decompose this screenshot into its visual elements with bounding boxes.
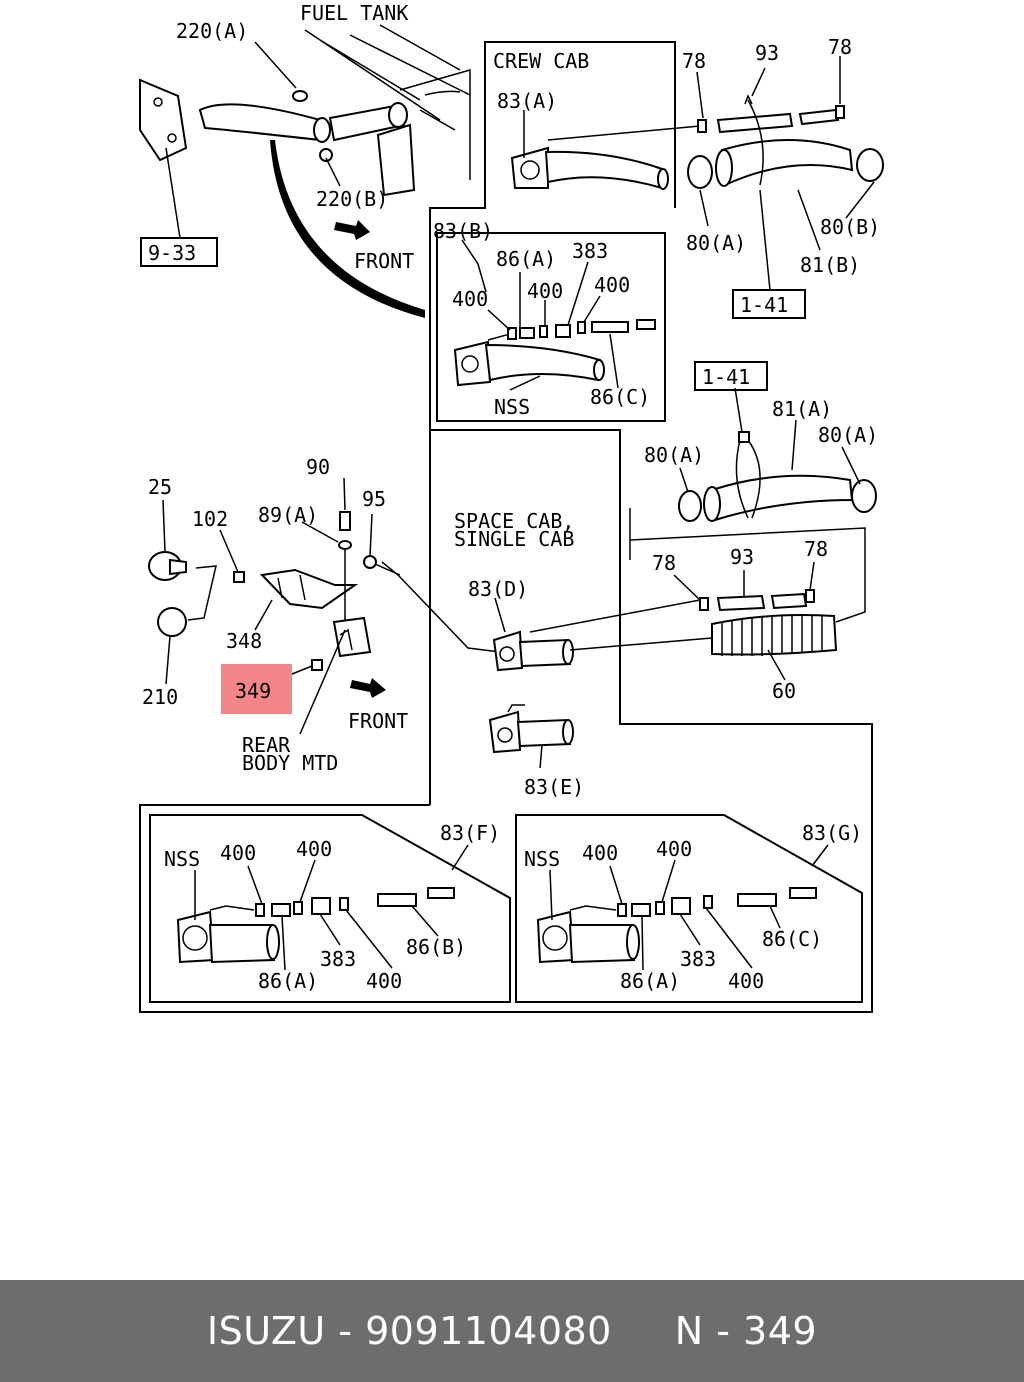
- label-83e: 83(E): [524, 775, 584, 799]
- label-1-41-mid: 1-41: [702, 365, 750, 389]
- label-89a: 89(A): [258, 503, 318, 527]
- label-93-mid: 93: [730, 545, 754, 569]
- reference-boxes: [140, 237, 806, 391]
- label-single-cab: SINGLE CAB: [454, 527, 574, 551]
- label-body-mtd: BODY MTD: [242, 751, 338, 775]
- label-86c-g: 86(C): [762, 927, 822, 951]
- label-400-f-a: 400: [220, 841, 256, 865]
- label-83a: 83(A): [497, 89, 557, 113]
- label-220b: 220(B): [316, 187, 388, 211]
- leader-lines: [162, 41, 875, 971]
- label-fuel-tank: FUEL TANK: [300, 1, 408, 25]
- label-86c-inset: 86(C): [590, 385, 650, 409]
- label-86b-f: 86(B): [406, 935, 466, 959]
- label-400-f-c: 400: [366, 969, 402, 993]
- label-210: 210: [142, 685, 178, 709]
- label-383-f: 383: [320, 947, 356, 971]
- footer-bar: ISUZU - 9091104080 N - 349: [0, 1280, 1024, 1382]
- label-crew-cab: CREW CAB: [493, 49, 589, 73]
- label-81a: 81(A): [772, 397, 832, 421]
- inset-83f: [176, 887, 455, 964]
- label-90: 90: [306, 455, 330, 479]
- label-102: 102: [192, 507, 228, 531]
- label-78-mid-right: 78: [804, 537, 828, 561]
- label-83g: 83(G): [802, 821, 862, 845]
- label-400-inset-b: 400: [527, 279, 563, 303]
- panel-frames: [139, 41, 873, 1013]
- label-rear: REAR: [242, 733, 291, 757]
- label-383-inset: 383: [572, 239, 608, 263]
- label-400-g-a: 400: [582, 841, 618, 865]
- label-86a-f: 86(A): [258, 969, 318, 993]
- label-80b: 80(B): [820, 215, 880, 239]
- label-nss-inset: NSS: [494, 395, 530, 419]
- part-83e: [488, 704, 574, 754]
- label-78-mid-left: 78: [652, 551, 676, 575]
- parts-diagram: FUEL TANK 220(A) 220(B) 9-33 FRONT CREW …: [139, 1, 884, 1013]
- label-220a: 220(A): [176, 19, 248, 43]
- label-349: 349: [235, 679, 271, 703]
- label-25: 25: [148, 475, 172, 499]
- label-80a-top: 80(A): [686, 231, 746, 255]
- label-nss-g: NSS: [524, 847, 560, 871]
- bracket-assembly: [148, 511, 401, 671]
- label-81b: 81(B): [800, 253, 860, 277]
- label-78-top-left: 78: [682, 49, 706, 73]
- label-400-f-b: 400: [296, 837, 332, 861]
- label-400-inset-c: 400: [594, 273, 630, 297]
- space-cab-pipe: [381, 508, 866, 672]
- label-400-inset-a: 400: [452, 287, 488, 311]
- label-86a-g: 86(A): [620, 969, 680, 993]
- label-83d: 83(D): [468, 577, 528, 601]
- label-front-mid: FRONT: [348, 709, 408, 733]
- footer-part-number: ISUZU - 9091104080 N - 349: [206, 1309, 818, 1353]
- label-400-g-b: 400: [656, 837, 692, 861]
- space-cab-hose: [678, 431, 877, 522]
- crew-cab-hoses: [510, 94, 884, 190]
- label-83b: 83(B): [433, 219, 493, 243]
- label-nss-f: NSS: [164, 847, 200, 871]
- label-80a-mid-right: 80(A): [818, 423, 878, 447]
- label-86a-inset: 86(A): [496, 247, 556, 271]
- label-383-g: 383: [680, 947, 716, 971]
- label-83f: 83(F): [440, 821, 500, 845]
- label-space-cab: SPACE CAB,: [454, 509, 574, 533]
- labels: FUEL TANK 220(A) 220(B) 9-33 FRONT CREW …: [142, 1, 880, 993]
- label-1-41-top: 1-41: [740, 293, 788, 317]
- inset-83b: [453, 319, 656, 387]
- label-95: 95: [362, 487, 386, 511]
- inset-83g: [536, 887, 817, 964]
- fuel-tank-assembly: [139, 24, 471, 318]
- label-60: 60: [772, 679, 796, 703]
- highlight-box: [221, 664, 292, 714]
- label-400-g-c: 400: [728, 969, 764, 993]
- label-9-33: 9-33: [148, 241, 196, 265]
- label-93-top: 93: [755, 41, 779, 65]
- front-arrow-icon: [334, 220, 386, 698]
- label-front: FRONT: [354, 249, 414, 273]
- label-80a-mid-left: 80(A): [644, 443, 704, 467]
- label-348: 348: [226, 629, 262, 653]
- label-78-top-right: 78: [828, 35, 852, 59]
